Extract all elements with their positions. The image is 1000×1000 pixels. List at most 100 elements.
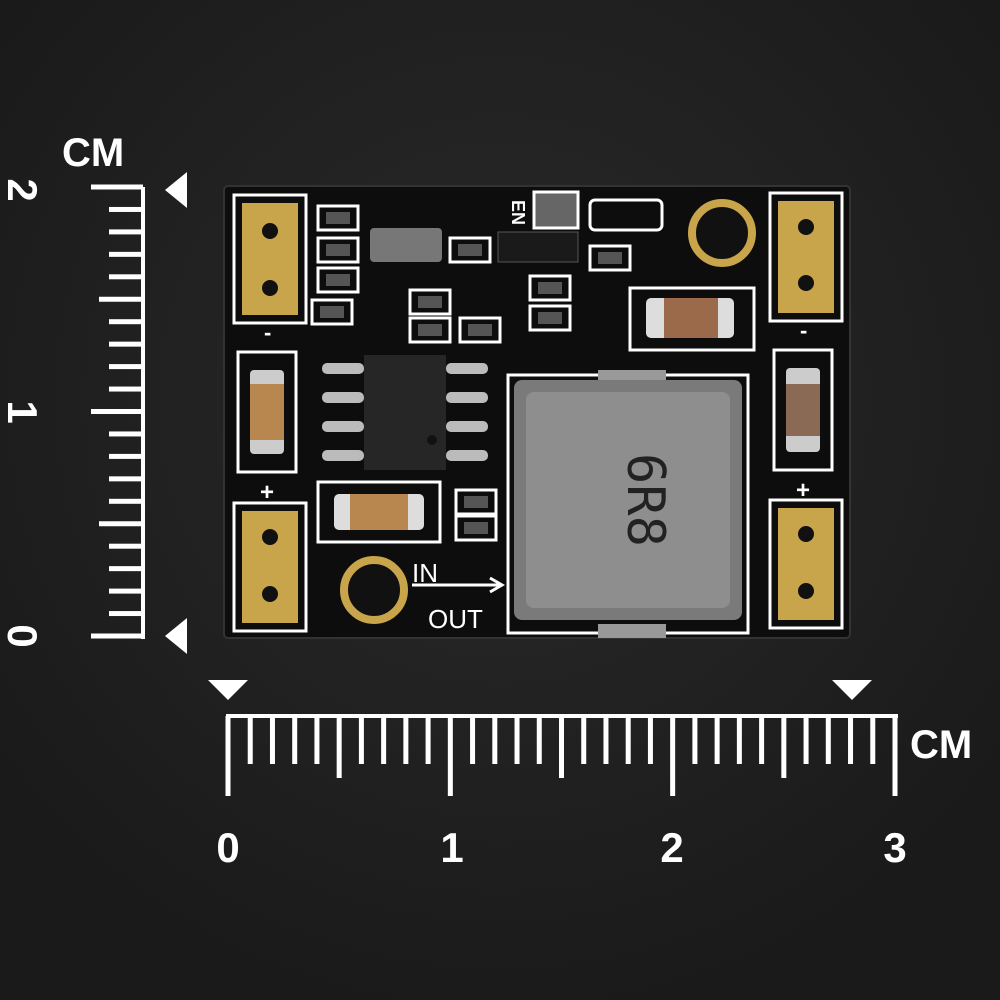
ruler-tick	[109, 386, 143, 392]
pad-top-left	[232, 193, 308, 325]
ruler-edge	[226, 714, 898, 718]
ic-pin	[446, 450, 488, 461]
smd-pad	[408, 316, 452, 344]
smd-resistor	[418, 296, 442, 308]
smd-resistor	[464, 496, 488, 508]
led	[532, 190, 580, 230]
smd-resistor	[326, 274, 350, 286]
smd-resistor	[468, 324, 492, 336]
ruler-tick	[736, 716, 742, 764]
pad-bottom-left	[232, 501, 308, 633]
ruler-tick	[625, 716, 631, 764]
ruler-tick	[825, 716, 831, 764]
ruler-tick	[247, 716, 253, 764]
smd-resistor	[538, 282, 562, 294]
triangle-marker-icon	[832, 680, 872, 700]
silk-out: OUT	[428, 604, 483, 634]
smd-pad	[316, 204, 360, 232]
smd-pad	[454, 514, 498, 542]
smd-components	[310, 204, 632, 542]
ruler-tick	[109, 229, 143, 235]
ruler-tick	[447, 716, 453, 796]
pad-bottom-right	[768, 498, 844, 630]
silk-in: IN	[412, 558, 438, 588]
smd-pad	[408, 288, 452, 316]
capacitor-top-right	[628, 286, 756, 352]
smd-resistor	[598, 252, 622, 264]
ruler-tick	[109, 251, 143, 257]
horizontal-label-0: 0	[216, 824, 239, 871]
mounting-hole	[340, 556, 408, 624]
transistor	[497, 231, 579, 263]
vertical-ruler-unit: CM	[62, 131, 124, 175]
ruler-tick	[109, 476, 143, 482]
horizontal-label-2: 2	[660, 824, 683, 871]
ruler-tick	[870, 716, 876, 764]
pcb-board: 6R8 EN IN OUT - - + +	[223, 185, 851, 639]
ruler-tick	[91, 633, 143, 639]
ic-pin	[446, 363, 488, 374]
triangle-marker-icon	[165, 172, 187, 208]
silk-plus-left: +	[260, 479, 274, 506]
smd-pad	[588, 244, 632, 272]
ruler-tick	[99, 296, 143, 302]
smd-resistor	[538, 312, 562, 324]
silk-plus-right: +	[796, 477, 810, 504]
ruler-tick	[99, 521, 143, 527]
horizontal-label-3: 3	[883, 824, 906, 871]
triangle-marker-icon	[208, 680, 248, 700]
ic-pin	[322, 392, 364, 403]
horizontal-label-1: 1	[440, 824, 463, 871]
ic-pin	[322, 421, 364, 432]
inductor-marking: 6R8	[615, 453, 675, 547]
ruler-tick	[492, 716, 498, 764]
ic-pin	[322, 450, 364, 461]
ruler-tick	[109, 453, 143, 459]
mounting-hole	[688, 199, 756, 267]
ruler-tick	[536, 716, 542, 764]
ic-chip	[322, 355, 488, 470]
diode	[370, 228, 442, 262]
ruler-tick	[109, 206, 143, 212]
vertical-label-1: 1	[0, 400, 46, 423]
ruler-tick	[581, 716, 587, 764]
inductor: 6R8	[506, 370, 750, 638]
ruler-tick	[109, 498, 143, 504]
smd-resistor	[464, 522, 488, 534]
capacitor-left	[236, 350, 298, 474]
ruler-tick	[109, 274, 143, 280]
ruler-tick	[381, 716, 387, 764]
horizontal-ruler-unit: CM	[910, 723, 972, 767]
ruler-tick	[470, 716, 476, 764]
ruler-tick	[759, 716, 765, 764]
ic-pin	[446, 392, 488, 403]
ruler-tick	[514, 716, 520, 764]
ruler-tick	[603, 716, 609, 764]
vertical-label-0: 0	[0, 624, 46, 647]
ruler-tick	[403, 716, 409, 764]
vertical-label-2: 2	[0, 178, 46, 201]
ruler-tick	[109, 588, 143, 594]
ruler-tick	[848, 716, 854, 764]
ruler-tick	[314, 716, 320, 764]
ruler-tick	[781, 716, 787, 778]
ruler-tick	[109, 431, 143, 437]
ruler-tick	[336, 716, 342, 778]
smd-pad	[528, 304, 572, 332]
ruler-tick	[670, 716, 676, 796]
ruler-tick	[91, 409, 143, 414]
ic-pin	[322, 363, 364, 374]
ruler-tick	[269, 716, 275, 764]
ic-pin	[446, 421, 488, 432]
smd-resistor	[326, 244, 350, 256]
ruler-tick	[292, 716, 298, 764]
silk-minus-left: -	[264, 320, 271, 345]
smd-pad	[528, 274, 572, 302]
ruler-tick	[425, 716, 431, 764]
ruler-tick	[559, 716, 564, 778]
smd-pad	[316, 236, 360, 264]
ruler-tick	[892, 716, 898, 796]
ruler-tick	[109, 611, 143, 617]
ruler-edge	[141, 187, 145, 639]
